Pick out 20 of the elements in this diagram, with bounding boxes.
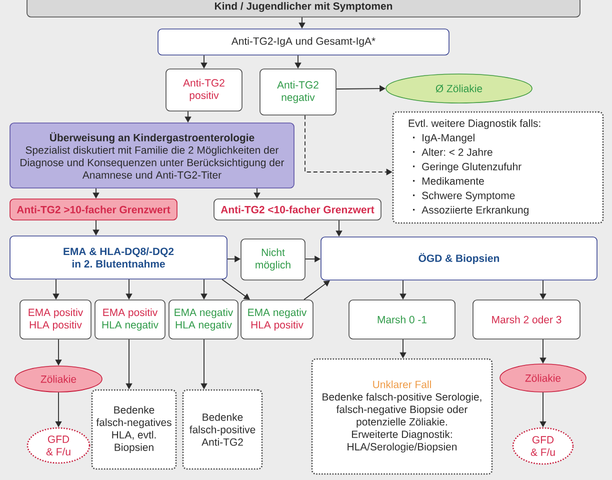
- referral-box: Überweisung an Kindergastroenterologie Spezialist diskutiert mit Familie die 2 Möglichkeiten der Diagnose und Konsequenzen unter Berücksichtigung der Anamnese und Anti-TG2-Titer: [10, 122, 294, 188]
- result-box: EMA positiv HLA positiv: [20, 300, 92, 340]
- header-box: Kind / Jugendlicher mit Symptomen: [26, 0, 580, 18]
- note-box: Bedenke falsch-negatives HLA, evtl. Biopsien: [91, 389, 177, 470]
- process-box: ÖGD & Biopsien: [320, 236, 598, 280]
- result-box: EMA negativ HLA positiv: [240, 300, 314, 340]
- note-box: Unklarer Fall Bedenke falsch-positive Serologie, falsch-negative Biopsie oder potenzielle Zöliakie. Erweiterte Diagnostik: HLA/Serologie/Biopsien: [311, 358, 493, 475]
- process-box: EMA & HLA-DQ8/-DQ2 in 2. Blutentnahme: [10, 236, 228, 280]
- result-box: Marsh 2 oder 3: [472, 300, 580, 340]
- result-box: Anti-TG2 <10-facher Grenzwert: [214, 198, 382, 220]
- result-box: Anti-TG2 >10-facher Grenzwert: [10, 198, 178, 220]
- result-box: Anti-TG2 negativ: [260, 68, 336, 116]
- result-box: Nicht möglich: [240, 238, 306, 280]
- result-box: EMA positiv HLA negativ: [94, 300, 166, 340]
- result-box: Anti-TG2 positiv: [166, 68, 242, 112]
- process-box: Anti-TG2-IgA und Gesamt-IgA*: [158, 28, 450, 56]
- result-box: Marsh 0 -1: [348, 300, 456, 340]
- note-box: Evtl. weitere Diagnostik falls: IgA-Mangel Alter: < 2 Jahre Geringe Glutenzufuhr Medikamente Schwere Symptome Assoziierte Erkrankung: [392, 111, 604, 224]
- note-box: Bedenke falsch-positive Anti-TG2: [182, 389, 263, 470]
- result-box: EMA negativ HLA negativ: [168, 300, 238, 340]
